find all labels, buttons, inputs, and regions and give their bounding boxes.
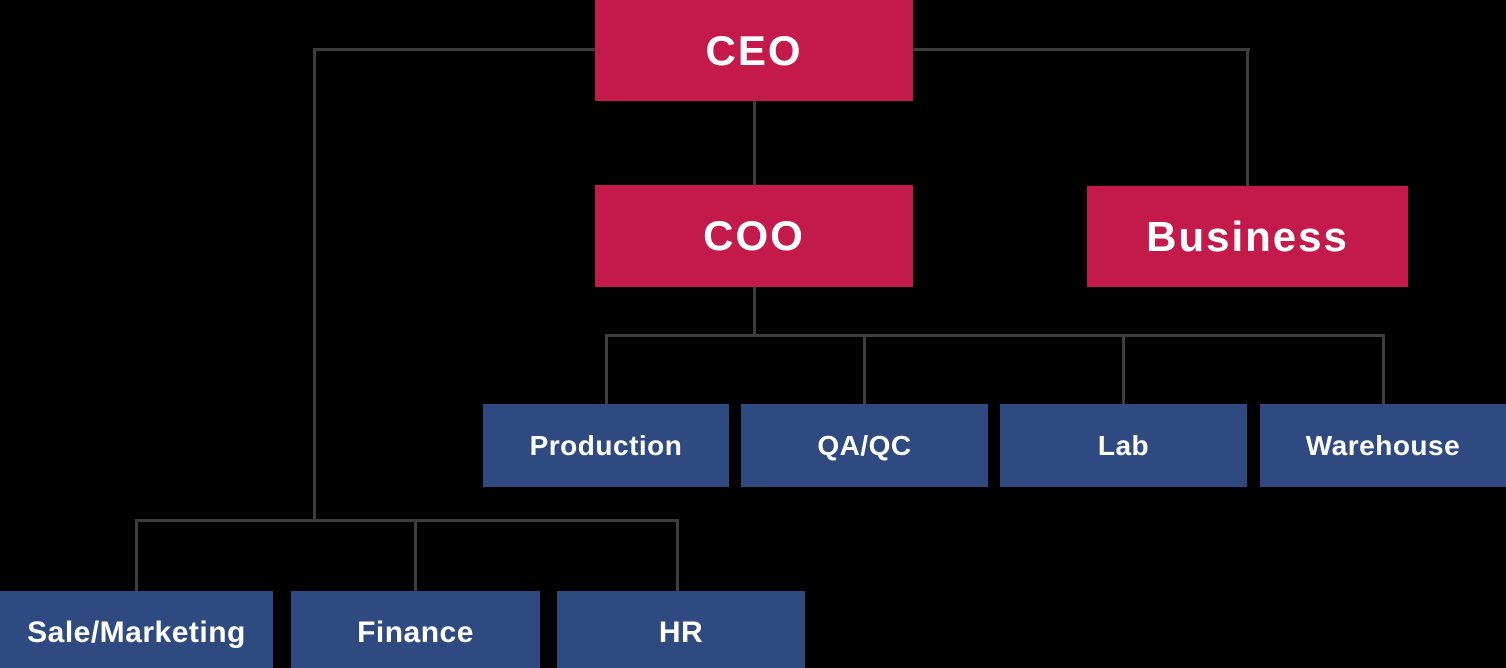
connector-to-qaqc	[863, 334, 866, 404]
node-production: Production	[483, 404, 729, 487]
node-coo: COO	[595, 185, 913, 287]
node-business: Business	[1087, 186, 1408, 287]
connector-to-lab	[1122, 334, 1125, 404]
connector-coo-stem	[753, 287, 756, 335]
node-qaqc: QA/QC	[741, 404, 988, 487]
node-hr: HR	[557, 591, 805, 668]
connector-left-trunk	[313, 48, 316, 522]
node-warehouse: Warehouse	[1260, 404, 1506, 487]
connector-to-production	[605, 334, 608, 404]
node-ceo: CEO	[595, 0, 913, 101]
node-lab: Lab	[1000, 404, 1247, 487]
connector-to-warehouse	[1382, 334, 1385, 404]
connector-coo-children-bar	[605, 334, 1385, 337]
node-sale-marketing: Sale/Marketing	[0, 591, 273, 668]
node-finance: Finance	[291, 591, 540, 668]
connector-ceo-to-coo	[753, 101, 756, 185]
connector-ceo-to-business	[1246, 48, 1249, 186]
connector-bottom-children-bar	[135, 519, 679, 522]
connector-to-sale-marketing	[135, 519, 138, 591]
connector-to-finance	[414, 519, 417, 591]
connector-to-hr	[676, 519, 679, 591]
